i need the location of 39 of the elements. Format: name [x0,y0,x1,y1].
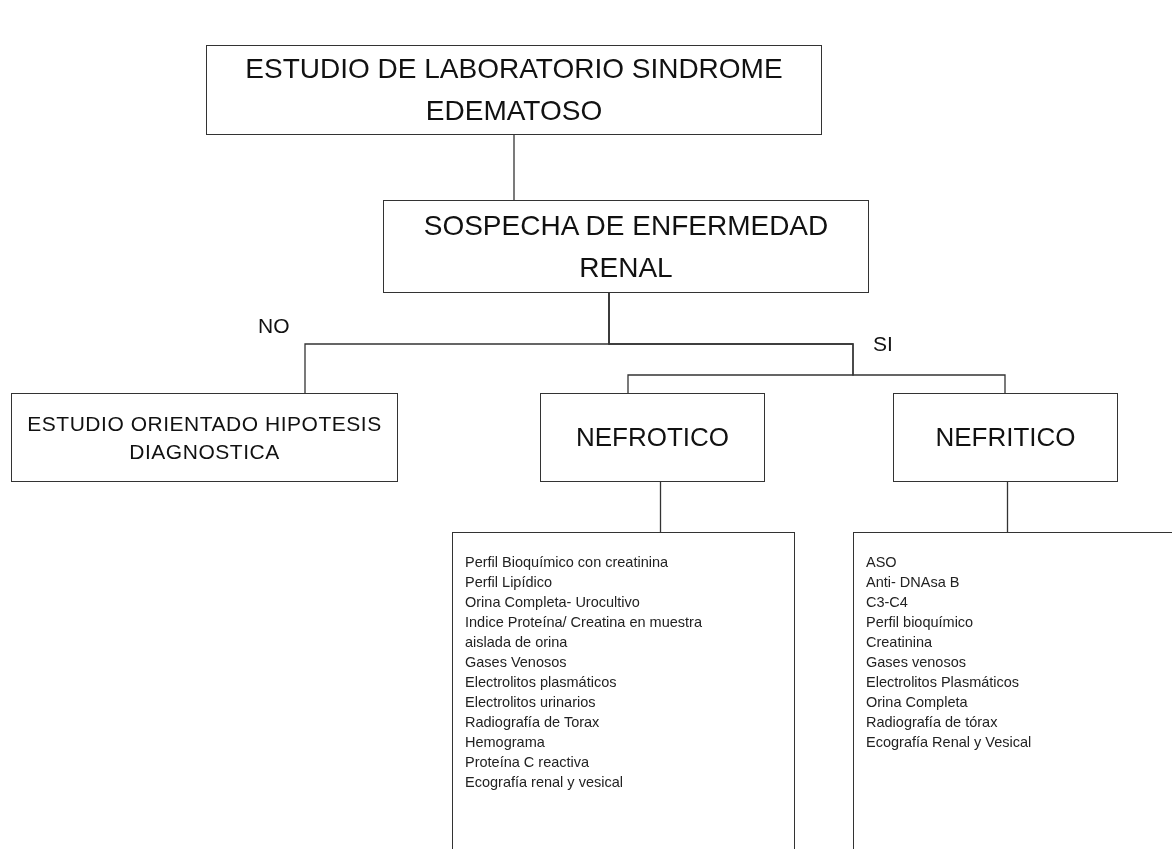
box-label: NEFRITICO [935,421,1076,454]
list-item: Ecografía Renal y Vesical [866,733,1033,752]
list-item: Radiografía de Torax [465,713,601,732]
list-item: Radiografía de tórax [866,713,999,732]
list-item: Orina Completa- Urocultivo [465,593,641,612]
list-item: C3-C4 [866,593,909,612]
process-box [893,393,1118,482]
list-item: Ecografía renal y vesical [465,773,624,792]
connector-line [513,134,515,201]
list-item: Creatinina [866,633,934,652]
list-item: Gases Venosos [465,653,568,672]
list-item: Electrolitos plasmáticos [465,673,618,692]
connector-line [659,481,662,533]
box-label: SOSPECHA DE ENFERMEDAD RENAL [422,208,830,285]
list-item: Indice Proteína/ Creatina en muestra aislada de orina [465,613,703,652]
list-item: Anti- DNAsa B [866,573,961,592]
branch-label: NO [258,313,290,339]
process-box [206,45,822,135]
list-item: Hemograma [465,733,546,752]
connector-line [1006,481,1009,533]
list-item: ASO [866,553,898,572]
process-box [383,200,869,293]
list-item: Perfil bioquímico [866,613,975,632]
box-label: ESTUDIO DE LABORATORIO SINDROME EDEMATOSO [244,52,784,128]
test-list-box [853,532,1172,849]
process-box [11,393,398,482]
test-list-box [452,532,795,849]
list-item: Perfil Bioquímico con creatinina [465,553,670,572]
branch-label: SI [873,331,893,357]
list-item: Electrolitos Plasmáticos [866,673,1021,692]
box-label: ESTUDIO ORIENTADO HIPOTESIS DIAGNOSTICA [26,410,383,465]
list-item: Perfil Lipídico [465,573,554,592]
connector-line [608,292,1006,394]
list-item: Orina Completa [866,693,969,712]
list-item: Proteína C reactiva [465,753,591,772]
list-item: Gases venosos [866,653,967,672]
list-item: Electrolitos urinarios [465,693,597,712]
process-box [540,393,765,482]
box-label: NEFROTICO [575,421,730,454]
